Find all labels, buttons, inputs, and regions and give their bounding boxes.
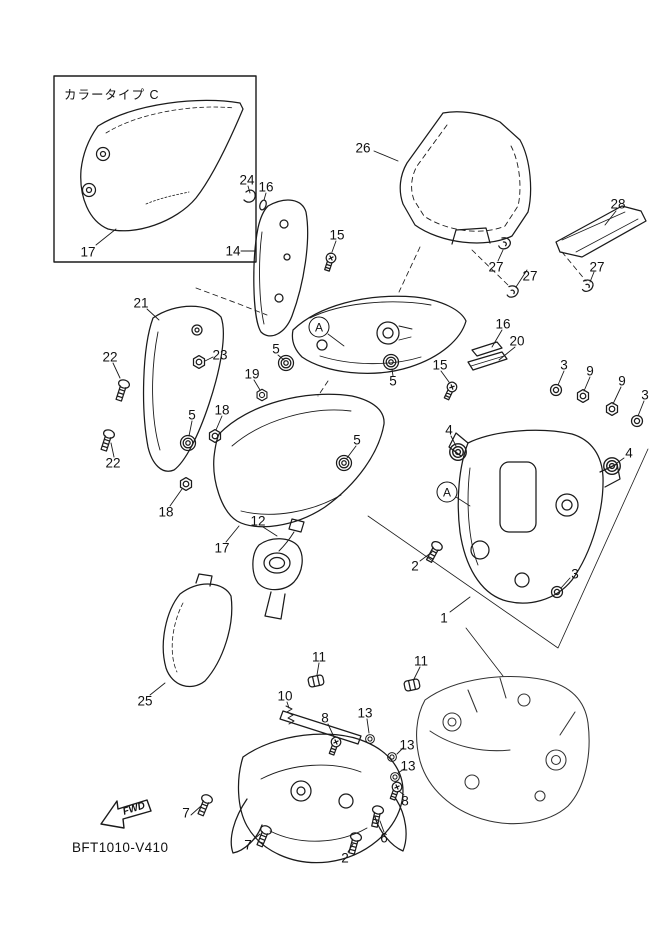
part-callout-23: 23 xyxy=(212,347,228,363)
part-callout-8: 8 xyxy=(321,710,329,726)
part-callout-17: 17 xyxy=(214,540,230,556)
part-callout-24: 24 xyxy=(239,172,255,188)
part-callout-27: 27 xyxy=(522,268,538,284)
part-callout-7: 7 xyxy=(244,837,252,853)
color-type-label: カラータイプ C xyxy=(64,88,160,102)
part-callout-1: 1 xyxy=(440,610,448,626)
part-callout-11: 11 xyxy=(413,653,429,669)
part-callout-5: 5 xyxy=(353,432,361,448)
part-callout-25: 25 xyxy=(137,693,153,709)
part-callout-27: 27 xyxy=(488,259,504,275)
part-callout-19: 19 xyxy=(244,366,260,382)
part-callout-4: 4 xyxy=(445,422,453,438)
part-callout-20: 20 xyxy=(509,333,525,349)
part-callout-18: 18 xyxy=(158,504,174,520)
part-callout-13: 13 xyxy=(357,705,373,721)
part-callout-2: 2 xyxy=(411,558,419,574)
part-callout-12: 12 xyxy=(250,513,266,529)
part-callout-3: 3 xyxy=(560,357,568,373)
part-callout-10: 10 xyxy=(277,688,293,704)
part-callout-11: 11 xyxy=(311,649,327,665)
detail-marker-A: A xyxy=(436,481,458,503)
part-callout-6: 6 xyxy=(380,830,388,846)
part-callout-22: 22 xyxy=(105,455,121,471)
part-callout-2: 2 xyxy=(341,850,349,866)
part-callout-5: 5 xyxy=(389,373,397,389)
part-callout-22: 22 xyxy=(102,349,118,365)
part-callout-5: 5 xyxy=(272,341,280,357)
part-callout-13: 13 xyxy=(399,737,415,753)
part-callout-13: 13 xyxy=(400,758,416,774)
part-callout-4: 4 xyxy=(625,445,633,461)
part-callout-18: 18 xyxy=(214,402,230,418)
part-callout-5: 5 xyxy=(188,407,196,423)
drawing-number: BFT1010-V410 xyxy=(72,840,169,855)
detail-marker-A: A xyxy=(308,316,330,338)
part-callout-8: 8 xyxy=(401,793,409,809)
part-callout-15: 15 xyxy=(432,357,448,373)
part-callout-3: 3 xyxy=(641,387,649,403)
part-callout-9: 9 xyxy=(586,363,594,379)
part-callout-16: 16 xyxy=(495,316,511,332)
part-callout-26: 26 xyxy=(355,140,371,156)
part-callout-16: 16 xyxy=(258,179,274,195)
part-callout-3: 3 xyxy=(571,566,579,582)
part-callout-17: 17 xyxy=(80,244,96,260)
part-callout-14: 14 xyxy=(225,243,241,259)
part-callout-28: 28 xyxy=(610,196,626,212)
part-callout-15: 15 xyxy=(329,227,345,243)
part-callout-27: 27 xyxy=(589,259,605,275)
part-callout-7: 7 xyxy=(182,805,190,821)
part-callout-21: 21 xyxy=(133,295,149,311)
part-callout-9: 9 xyxy=(618,373,626,389)
